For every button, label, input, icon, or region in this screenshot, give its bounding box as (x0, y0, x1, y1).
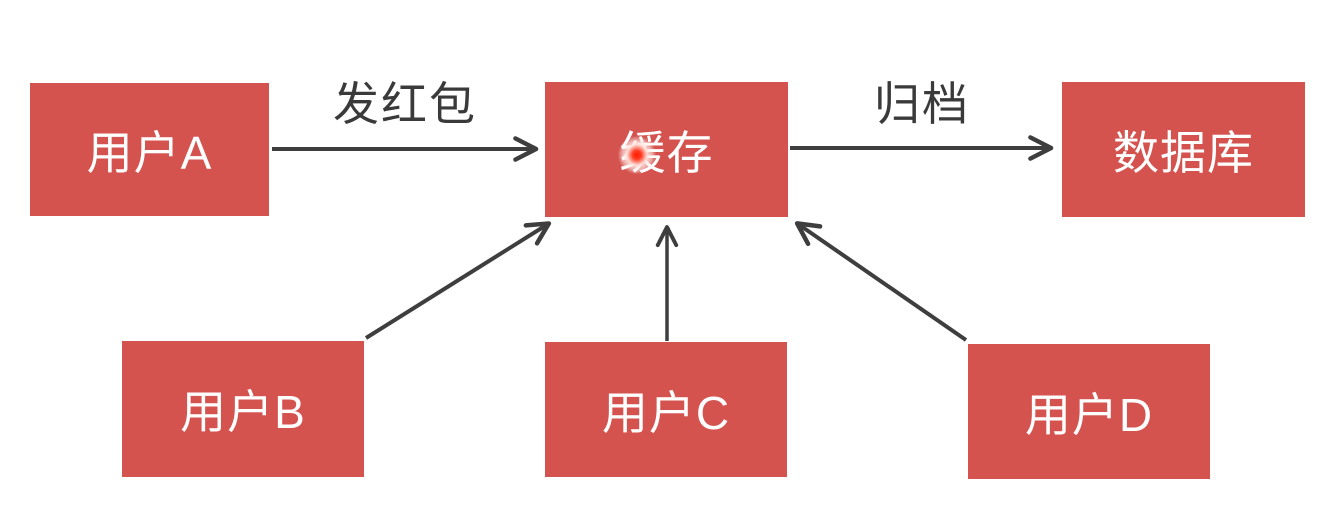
node-user-c-label: 用户C (601, 386, 731, 439)
node-user-a-label: 用户A (86, 126, 213, 179)
edge-label-send-red-packet: 发红包 (333, 78, 477, 130)
node-user-a: 用户A (30, 83, 269, 216)
node-database-label: 数据库 (1113, 126, 1254, 179)
node-cache: 缓存 (545, 82, 788, 217)
edge-label-archive: 归档 (874, 78, 970, 130)
node-user-d: 用户D (968, 344, 1210, 479)
arrow-user-d-to-cache (794, 221, 968, 342)
node-database: 数据库 (1062, 82, 1305, 217)
node-cache-label: 缓存 (619, 126, 714, 179)
node-user-b-label: 用户B (180, 386, 306, 438)
node-user-c: 用户C (545, 342, 787, 477)
node-user-b: 用户B (122, 341, 364, 477)
node-user-d-label: 用户D (1024, 388, 1154, 441)
arrow-user-b-to-cache (364, 221, 552, 340)
